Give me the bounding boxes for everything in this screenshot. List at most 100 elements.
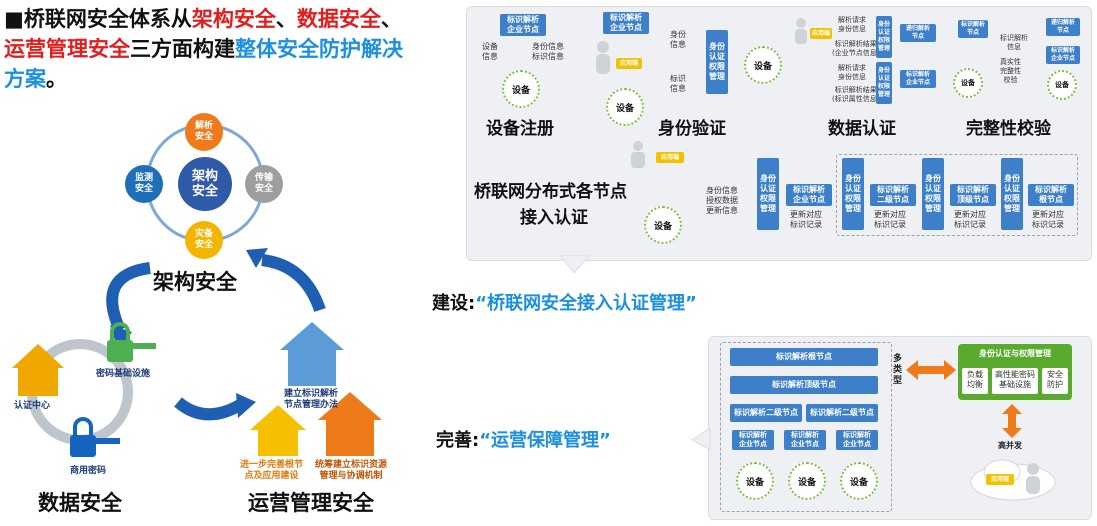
coordinate-label: 统筹建立标识资源 管理与协调机制 <box>315 460 388 481</box>
bottom-device-1: 设备 <box>736 462 774 500</box>
auth-device-2: 设备 <box>606 88 644 126</box>
bottom-top-level: 标识解析顶级节点 <box>730 376 878 394</box>
dist-dashed-box <box>836 154 1078 236</box>
data-app: 应用端 <box>810 28 832 39</box>
integ-recursive: 递归解析 节点 <box>1046 18 1080 36</box>
section-data-auth: 数据认证 <box>828 119 896 139</box>
auth-node: 标识解析 企业节点 <box>603 12 649 34</box>
feature-crypto-infra: 高性能密码 基础设施 <box>992 368 1038 394</box>
auth-perm: 身份 认证 权限 管理 <box>706 30 728 94</box>
integ-enterprise: 标识解析 企业节点 <box>1046 46 1080 64</box>
feature-load-balance: 负载 均衡 <box>962 368 988 394</box>
bottom-person-icon <box>1026 463 1040 494</box>
node-backup-security: 灾备 安全 <box>185 221 223 259</box>
top-panel-tail <box>560 255 591 274</box>
headline-whole: 整体安全防护解决方案 <box>4 37 403 91</box>
section-auth: 身份验证 <box>658 119 726 139</box>
auth-mgmt-title: 身份认证与权限管理 <box>979 349 1051 358</box>
headline-mid: 三方面构建 <box>130 37 235 61</box>
dist-update-3: 更新对应 标识记录 <box>954 210 986 229</box>
dist-info: 身份信息 授权数据 更新信息 <box>706 186 738 215</box>
auth-device-1: 设备 <box>744 46 782 84</box>
auth-person-icon <box>596 41 610 74</box>
bottom-app: 应用端 <box>986 474 1014 485</box>
dist-person-icon <box>631 141 645 168</box>
key-lock-top-icon <box>107 322 156 362</box>
section-integrity: 完整性校验 <box>966 119 1051 139</box>
headline-end: 。 <box>46 67 67 91</box>
commercial-crypto-label: 商用密码 <box>70 466 107 476</box>
node-parse-security: 解析 安全 <box>185 113 223 151</box>
bottom-second-1: 标识解析二级节点 <box>730 404 802 422</box>
dist-title-2: 接入认证 <box>520 208 588 228</box>
ops-security-label: 运营管理安全 <box>248 491 374 515</box>
arrow-bottom <box>174 397 243 421</box>
dist-node-1: 标识解析 企业节点 <box>786 184 832 206</box>
bottom-device-3: 设备 <box>840 462 878 500</box>
data-perm-1: 身份 认证 权限 管理 <box>876 16 892 58</box>
reg-dev-info: 设备 信息 <box>482 42 498 61</box>
headline: ■桥联网安全体系从架构安全、数据安全、运营管理安全三方面构建整体安全防护解决方案… <box>4 4 404 94</box>
dist-node-4: 标识解析 根节点 <box>1028 184 1074 206</box>
core-arch-circle: 架构 安全 <box>178 157 232 211</box>
bottom-root: 标识解析根节点 <box>730 348 878 366</box>
integ-root-node: 标识解析 节点 <box>958 20 988 38</box>
caption-build: 建设:“桥联网安全接入认证管理” <box>432 289 697 315</box>
data-perm-2: 身份 认证 权限 管理 <box>876 62 892 104</box>
feature-security: 安全 防护 <box>1042 368 1068 394</box>
dist-update-2: 更新对应 标识记录 <box>874 210 906 229</box>
arrow-left-down <box>106 262 151 333</box>
bottom-device-2: 设备 <box>788 462 826 500</box>
integ-info: 标识解析 信息 <box>1000 34 1028 51</box>
caption-build-quote: “桥联网安全接入认证管理” <box>475 293 697 314</box>
data-node-2: 标识解析 企业节点 <box>900 70 936 88</box>
high-concurrency: 高并发 <box>998 441 1022 450</box>
bottom-dashed-box <box>720 342 892 512</box>
auth-identity: 身份 信息 <box>670 30 686 49</box>
integ-device-2: 设备 <box>1047 70 1077 100</box>
arrow-right-up <box>261 254 326 313</box>
data-req1: 解析请求 身份信息 <box>838 16 866 33</box>
data-security-label: 数据安全 <box>38 491 122 515</box>
section-register: 设备注册 <box>486 119 554 139</box>
dist-perm-2: 身份 认证 权限 管理 <box>842 158 864 230</box>
bottom-enterprise-1: 标识解析 企业节点 <box>732 430 774 450</box>
headline-data: 数据安全 <box>296 7 381 31</box>
dist-perm-3: 身份 认证 权限 管理 <box>922 158 944 230</box>
bottom-second-2: 标识解析二级节点 <box>806 404 878 422</box>
dist-node-2: 标识解析 二级节点 <box>870 184 916 206</box>
reg-id-info: 身份信息 标识信息 <box>532 42 564 61</box>
arch-security-label: 架构安全 <box>153 270 237 294</box>
data-resp2: 标识解析结果 (标识属性信息) <box>832 86 880 103</box>
reg-node: 标识解析 企业节点 <box>500 14 546 36</box>
caption-improve-quote: “运营保障管理” <box>479 430 611 451</box>
integ-device-1: 设备 <box>953 68 983 98</box>
caption-improve-prefix: 完善: <box>436 430 480 451</box>
data-person-icon <box>795 18 807 44</box>
auth-house-icon <box>12 344 64 396</box>
dist-device: 设备 <box>644 206 682 244</box>
dist-update-1: 更新对应 标识记录 <box>790 210 822 229</box>
headline-prefix: ■桥联网安全体系从 <box>4 7 192 31</box>
dist-app: 应用端 <box>656 152 684 163</box>
headline-ops: 运营管理安全 <box>4 37 130 61</box>
headline-sep1: 、 <box>275 7 297 31</box>
headline-sep2: 、 <box>380 7 402 31</box>
bottom-panel-tail <box>691 428 711 451</box>
auth-center-label: 认证中心 <box>14 401 51 411</box>
left-diagram-svg <box>12 123 382 457</box>
data-node-1: 递归解析 节点 <box>900 24 936 42</box>
dist-perm-1: 身份 认证 权限 管理 <box>757 158 779 230</box>
auth-app: 应用端 <box>616 58 642 69</box>
auth-ident: 标识 信息 <box>670 74 686 93</box>
headline-arch: 架构安全 <box>191 7 276 31</box>
data-req2: 解析请求 身份信息 <box>838 64 866 81</box>
dist-title-1: 桥联网分布式各节点 <box>474 182 627 202</box>
caption-improve: 完善:“运营保障管理” <box>436 426 611 452</box>
caption-build-prefix: 建设: <box>432 293 476 314</box>
top-panel <box>466 6 1092 261</box>
arrow-right-up-head <box>246 248 268 268</box>
dist-update-4: 更新对应 标识记录 <box>1032 210 1064 229</box>
integ-check: 真实性 完整性 校验 <box>1000 58 1021 84</box>
node-transfer-security: 传输 安全 <box>245 165 283 203</box>
